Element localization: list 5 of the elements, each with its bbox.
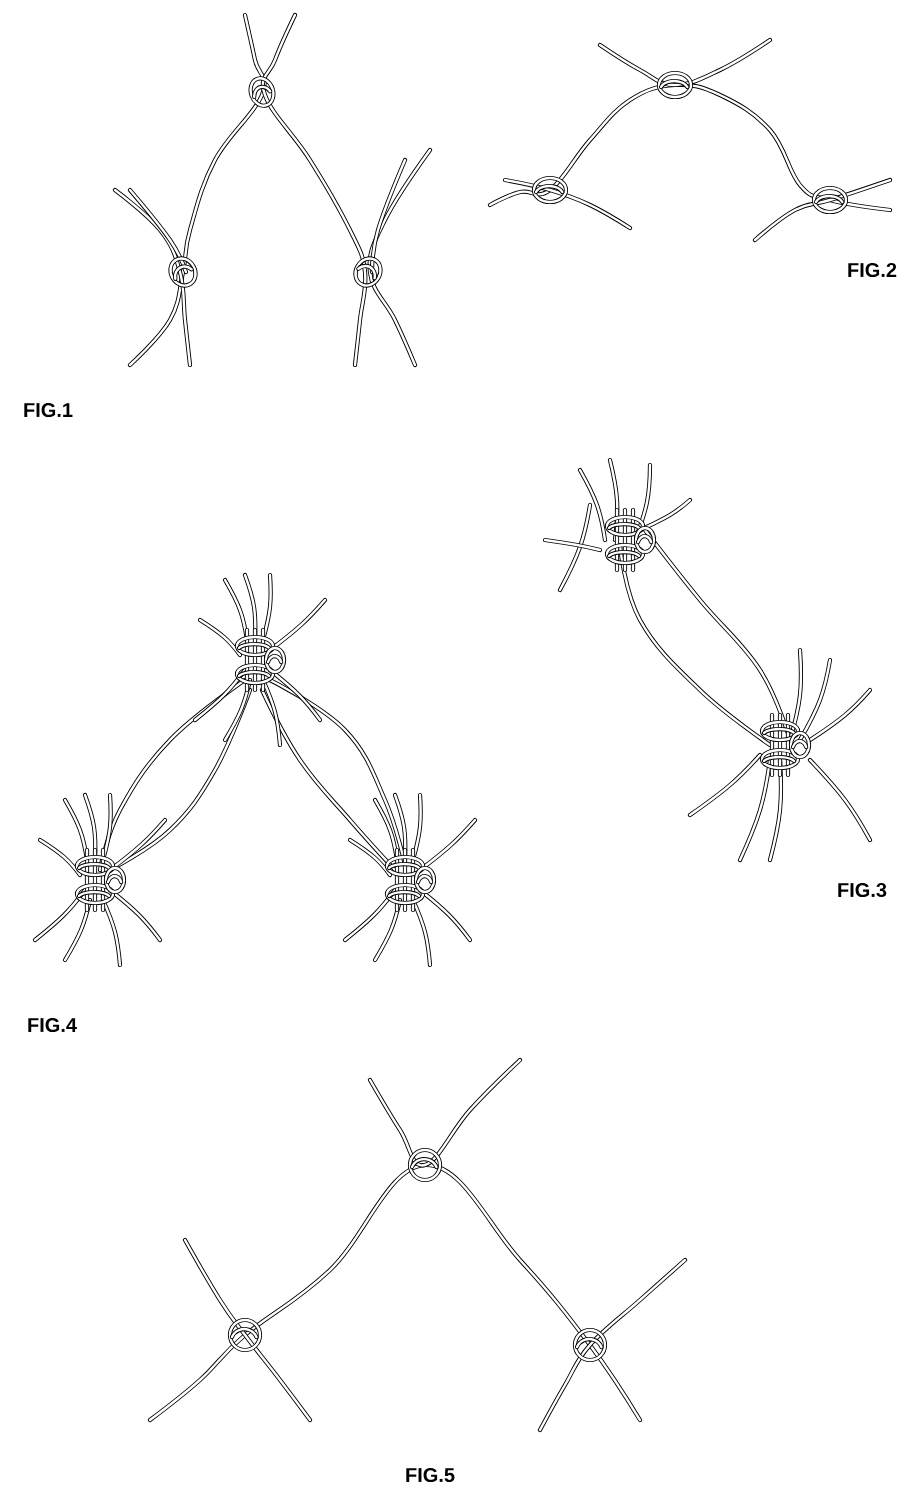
figure-label: FIG.3 — [838, 882, 887, 898]
figure-label: FIG.2 — [848, 262, 897, 278]
figure-label: FIG.5 — [406, 1467, 455, 1483]
figure-label: FIG.4 — [28, 1017, 77, 1033]
figure-label: FIG.1 — [24, 402, 73, 418]
